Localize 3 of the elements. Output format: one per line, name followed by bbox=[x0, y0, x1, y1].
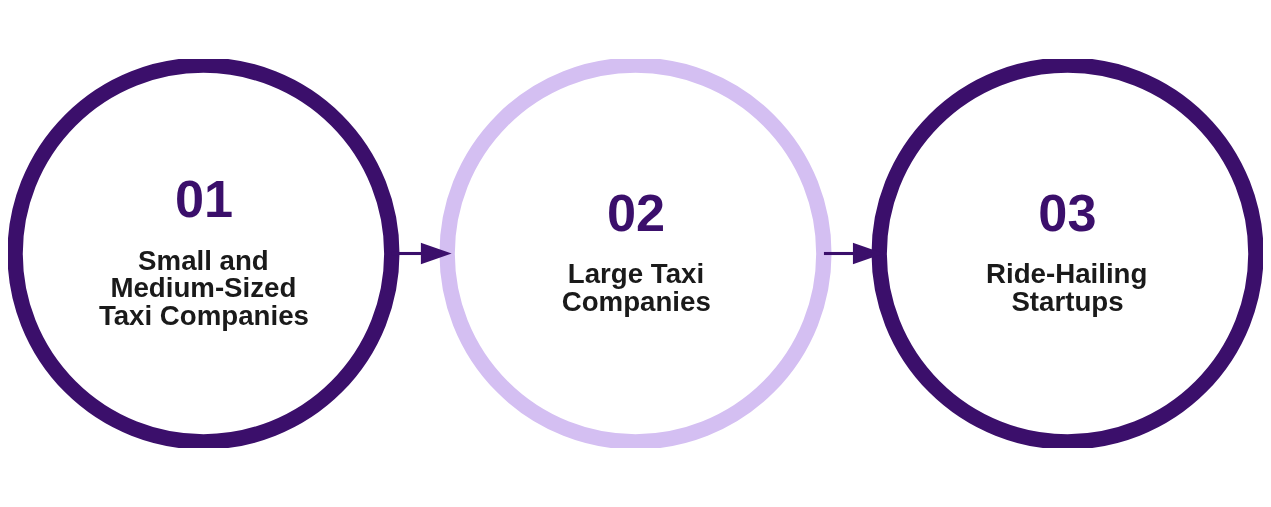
node-circle: 01 Small and Medium-Sized Taxi Companies bbox=[8, 59, 400, 448]
node-circle: 03 Ride-Hailing Startups bbox=[871, 59, 1263, 448]
node-circle: 02 Large Taxi Companies bbox=[439, 59, 832, 448]
